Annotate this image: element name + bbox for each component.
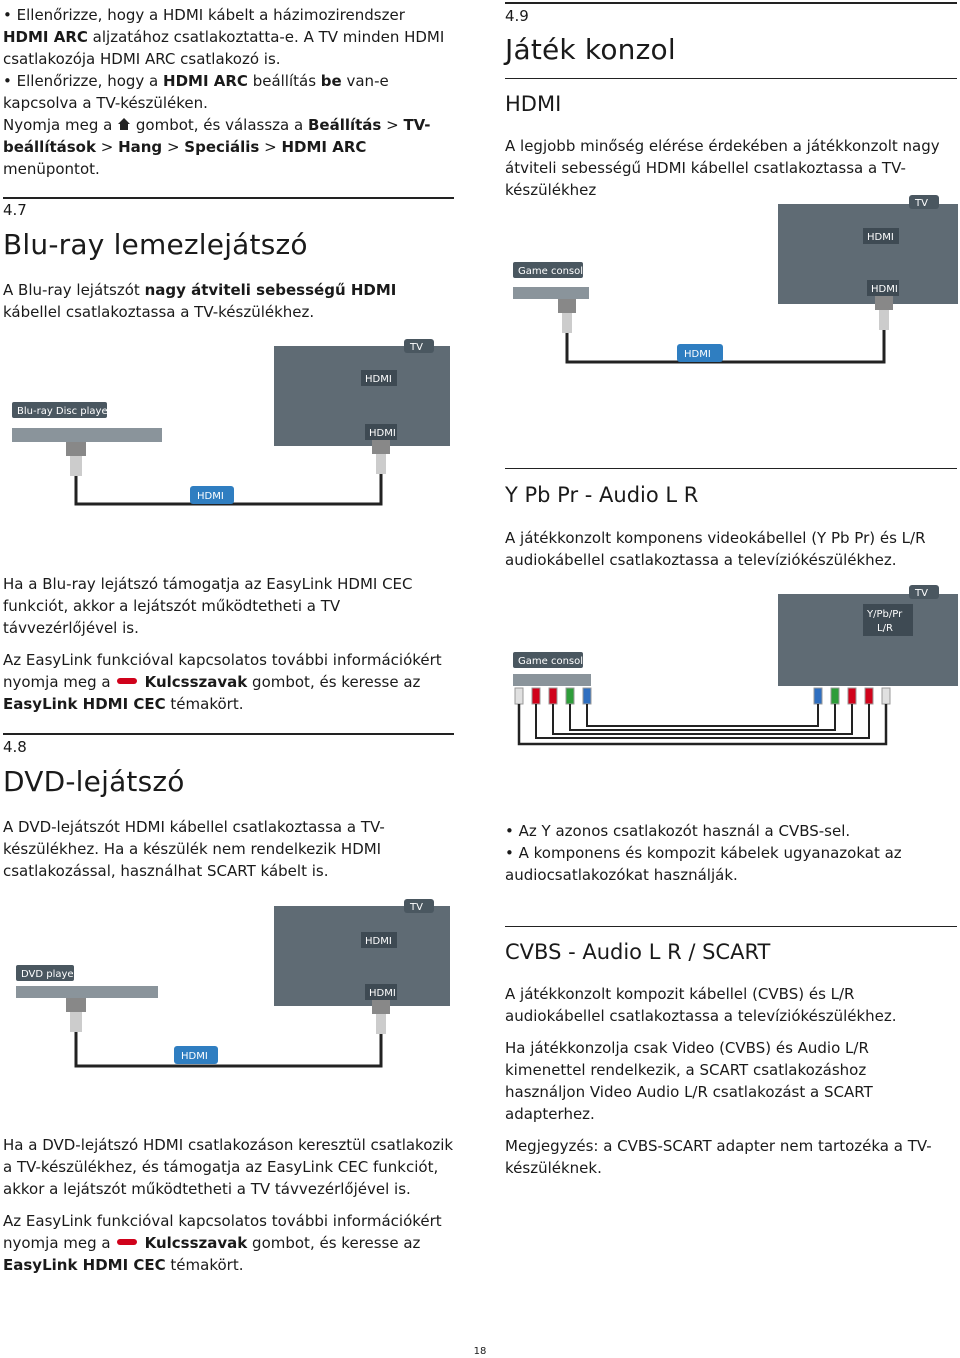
bullet-arc-check: • Ellenőrizze, hogy a HDMI kábelt a házi… — [3, 6, 445, 68]
bullet-arc-setting: • Ellenőrizze, hogy a HDMI ARC beállítás… — [3, 72, 389, 112]
list-item: • A komponens és kompozit kábelek ugyana… — [505, 844, 902, 884]
cable-label: HDMI — [197, 491, 224, 502]
tv-port-bottom: HDMI — [871, 284, 898, 295]
tv-port-top: HDMI — [365, 936, 392, 947]
section-rule — [3, 733, 454, 735]
game-hdmi-paragraph: A legjobb minőség elérése érdekében a já… — [505, 137, 940, 199]
device-label: Blu-ray Disc player — [17, 406, 113, 417]
list-item: • Az Y azonos csatlakozót használ a CVBS… — [505, 822, 851, 840]
tv-label-badge — [404, 339, 434, 353]
device-body — [513, 287, 589, 299]
game-component-diagram: TV Y/Pb/Pr L/R Game console — [513, 585, 958, 746]
dvd-hdmi-diagram: TV HDMI HDMI DVD player HDMI — [16, 899, 450, 1068]
tv-port-bottom: HDMI — [369, 428, 396, 439]
subsection-rule — [505, 78, 957, 79]
section-number: 4.8 — [3, 738, 27, 756]
tv-label: TV — [409, 342, 423, 353]
subsection-rule — [505, 926, 957, 927]
device-rca-plugs — [514, 687, 592, 705]
subsection-title-cvbs: CVBS - Audio L R / SCART — [505, 940, 771, 964]
bluray-easylink: Ha a Blu-ray lejátszó támogatja az EasyL… — [3, 575, 442, 713]
tv-label: TV — [914, 588, 928, 599]
section-rule — [3, 197, 454, 199]
bluray-hdmi-diagram: TV HDMI HDMI Blu-ray Disc player HDMI — [12, 339, 450, 506]
bluray-intro: A Blu-ray lejátszót nagy átviteli sebess… — [3, 281, 397, 321]
section-title: DVD-lejátszó — [3, 765, 185, 798]
page-number: 18 — [473, 1346, 487, 1357]
cable-label: HDMI — [181, 1051, 208, 1062]
tv-label: TV — [914, 198, 928, 209]
home-icon — [117, 116, 131, 134]
section-rule — [505, 2, 957, 4]
subsection-title-hdmi: HDMI — [505, 92, 562, 116]
device-body — [513, 674, 591, 686]
ypbpr-paragraph: A játékkonzolt komponens videokábellel (… — [505, 529, 926, 569]
subsection-rule — [505, 468, 957, 469]
tv-label: TV — [409, 902, 423, 913]
tv-port-top: HDMI — [365, 374, 392, 385]
red-key-icon — [115, 673, 139, 691]
device-body — [12, 428, 162, 442]
dvd-intro: A DVD-lejátszót HDMI kábellel csatlakozt… — [3, 818, 385, 880]
game-hdmi-diagram: TV HDMI HDMI Game console HDMI — [513, 195, 958, 364]
cable-label: HDMI — [684, 349, 711, 360]
ypbpr-notes: • Az Y azonos csatlakozót használ a CVBS… — [505, 820, 945, 886]
section-number: 4.7 — [3, 201, 27, 219]
tv-rca-plugs — [813, 687, 891, 705]
dvd-easylink: Ha a DVD-lejátszó HDMI csatlakozáson ker… — [3, 1136, 454, 1274]
section-title: Blu-ray lemezlejátszó — [3, 228, 308, 261]
tv-port-top: HDMI — [867, 232, 894, 243]
tv-panel — [274, 346, 450, 446]
device-label: DVD player — [21, 969, 79, 980]
device-body — [16, 986, 158, 998]
device-label: Game console — [518, 656, 589, 667]
instruction-paragraph: Nyomja meg a gombot, és válassza a Beáll… — [3, 116, 431, 178]
left-column: • Ellenőrizze, hogy a HDMI kábelt a házi… — [3, 4, 453, 180]
red-key-icon — [115, 1234, 139, 1252]
tv-port-ypbpr: Y/Pb/Pr — [866, 609, 903, 620]
subsection-title-ypbpr: Y Pb Pr - Audio L R — [505, 483, 699, 507]
section-title: Játék konzol — [505, 33, 676, 66]
section-number: 4.9 — [505, 7, 529, 25]
tv-port-lr: L/R — [877, 623, 893, 634]
cvbs-paragraphs: A játékkonzolt kompozit kábellel (CVBS) … — [505, 985, 932, 1177]
tv-port-bottom: HDMI — [369, 988, 396, 999]
tv-panel — [274, 906, 450, 1006]
device-label: Game console — [518, 266, 589, 277]
